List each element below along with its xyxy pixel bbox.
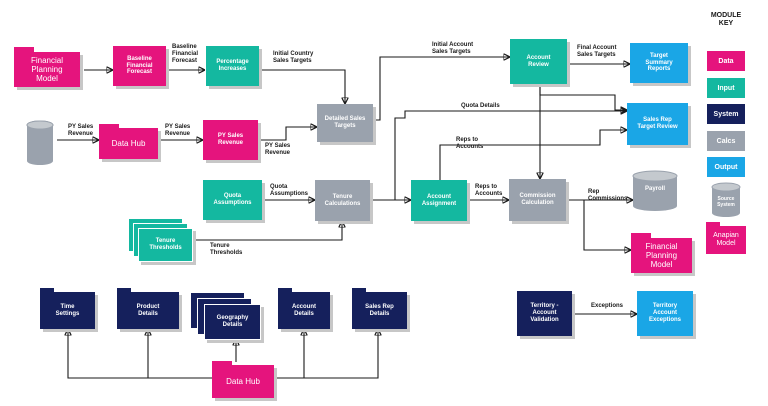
key-source-system: Source System bbox=[717, 196, 735, 208]
node-label: Sales Rep Target Review bbox=[637, 117, 678, 130]
key-calcs: Calcs bbox=[707, 131, 745, 151]
commission-calculation-module[interactable]: Commission Calculation bbox=[509, 179, 566, 221]
node-label: Data Hub bbox=[226, 376, 260, 386]
financial-planning-model-right[interactable]: Financial Planning Model bbox=[631, 238, 692, 273]
node-label: Data Hub bbox=[111, 138, 146, 148]
detailed-sales-targets-module[interactable]: Detailed Sales Targets bbox=[317, 104, 373, 142]
edge-label-exceptions: Exceptions bbox=[591, 303, 624, 309]
edge-label-initial-account: Initial Account Sales Targets bbox=[432, 42, 474, 56]
node-label: Financial Planning Model bbox=[30, 55, 63, 84]
quota-assumptions-module[interactable]: Quota Assumptions bbox=[203, 180, 262, 220]
sales-rep-target-review-module[interactable]: Sales Rep Target Review bbox=[627, 103, 688, 145]
node-label: Detailed Sales Targets bbox=[324, 116, 366, 129]
node-label: Tenure Thresholds bbox=[149, 238, 182, 251]
edge-label-reps-to-accounts-2: Reps to Accounts bbox=[475, 184, 503, 198]
node-label: Product Details bbox=[136, 303, 160, 317]
payroll-cylinder-shape bbox=[632, 170, 678, 211]
node-label: Account Assignment bbox=[421, 193, 457, 207]
edge-commission-fpm bbox=[583, 200, 630, 250]
percentage-increases-module[interactable]: Percentage Increases bbox=[206, 46, 259, 86]
node-label: Percentage Increases bbox=[216, 59, 249, 72]
edge-label-quota-assumptions: Quota Assumptions bbox=[270, 184, 309, 198]
tenure-thresholds-module[interactable]: Tenure Thresholds bbox=[138, 228, 193, 262]
territory-account-exceptions-module[interactable]: Territory Account Exceptions bbox=[637, 291, 693, 336]
product-details-tab bbox=[117, 288, 131, 294]
account-review-module[interactable]: Account Review bbox=[510, 39, 567, 84]
node-label: Account Review bbox=[526, 54, 551, 68]
edge-label-tenure-thresholds: Tenure Thresholds bbox=[210, 243, 243, 257]
node-label: Account Details bbox=[292, 303, 316, 317]
pos-cylinder-shape bbox=[26, 120, 54, 165]
edge-label-py-rev-3: PY Sales Revenue bbox=[265, 143, 291, 157]
account-details-tab bbox=[278, 288, 292, 294]
node-label: PY Sales Revenue bbox=[217, 133, 244, 146]
edge-hub-account bbox=[274, 330, 304, 379]
node-label: Geography Details bbox=[216, 315, 249, 328]
data-hub-mid-tab bbox=[99, 124, 119, 130]
node-label: Tenure Calculations bbox=[324, 193, 361, 207]
edge-label-quota-details: Quota Details bbox=[461, 103, 500, 109]
key-output: Output bbox=[707, 157, 745, 177]
module-key-title: MODULE KEY bbox=[710, 12, 742, 28]
product-details-module[interactable]: Product Details bbox=[117, 292, 179, 329]
edge-percentage-detailed bbox=[258, 69, 345, 103]
target-summary-reports-module[interactable]: Target Summary Reports bbox=[630, 43, 688, 83]
py-sales-revenue-module[interactable]: PY Sales Revenue bbox=[203, 120, 258, 160]
tenure-calculations-module[interactable]: Tenure Calculations bbox=[315, 180, 370, 221]
pos-label: POS bbox=[33, 167, 47, 173]
key-source-system-shape bbox=[711, 182, 741, 217]
node-label: Commission Calculation bbox=[519, 193, 556, 206]
node-label: Baseline Financial Forecast bbox=[126, 55, 153, 76]
node-label: Financial Planning Model bbox=[645, 241, 678, 270]
fpm-right-tab bbox=[631, 233, 651, 239]
time-settings-tab bbox=[40, 288, 54, 294]
edge-quotadetails bbox=[394, 111, 626, 200]
data-hub-bottom-tab bbox=[212, 361, 232, 367]
node-label: Quota Assumptions bbox=[213, 193, 252, 206]
edge-label-baseline: Baseline Financial Forecast bbox=[172, 44, 199, 65]
financial-planning-model-left[interactable]: Financial Planning Model bbox=[14, 52, 80, 87]
key-input: Input bbox=[707, 78, 745, 98]
baseline-forecast-module[interactable]: Baseline Financial Forecast bbox=[113, 46, 166, 86]
geography-details-module[interactable]: Geography Details bbox=[204, 304, 261, 340]
edge-label-initial-country: Initial Country Sales Targets bbox=[273, 51, 314, 65]
edge-label-py-rev-2: PY Sales Revenue bbox=[165, 124, 191, 138]
node-label: Sales Rep Details bbox=[365, 303, 394, 317]
key-anapian-model: Anapian Model bbox=[706, 226, 746, 254]
node-label: Territory Account Exceptions bbox=[648, 303, 681, 323]
payroll-label: Payroll bbox=[644, 186, 665, 192]
edge-label-py-rev-1: PY Sales Revenue bbox=[68, 124, 94, 138]
sales-rep-details-module[interactable]: Sales Rep Details bbox=[352, 292, 407, 329]
edge-detailed-accountreview bbox=[373, 57, 509, 121]
edge-label-reps-to-accounts-1: Reps to Accounts bbox=[456, 137, 484, 151]
node-label: Target Summary Reports bbox=[645, 52, 673, 73]
time-settings-module[interactable]: Time Settings bbox=[40, 292, 95, 329]
key-system: System bbox=[707, 104, 745, 124]
key-anapian-tab bbox=[706, 222, 720, 228]
edge-pysales-detailed bbox=[258, 127, 316, 141]
sales-rep-details-tab bbox=[352, 288, 366, 294]
key-data: Data bbox=[707, 51, 745, 71]
edge-label-final-account: Final Account Sales Targets bbox=[577, 45, 617, 59]
edge-assignment-salesrep bbox=[439, 130, 626, 180]
account-details-module[interactable]: Account Details bbox=[278, 292, 330, 329]
territory-account-validation-module[interactable]: Territory - Account Validation bbox=[517, 291, 572, 336]
edge-hub-systems bbox=[68, 330, 212, 379]
node-label: Territory - Account Validation bbox=[530, 303, 559, 323]
account-assignment-module[interactable]: Account Assignment bbox=[411, 180, 467, 221]
data-hub-mid[interactable]: Data Hub bbox=[99, 128, 158, 159]
edge-thresholds-tenure bbox=[185, 222, 342, 241]
edge-label-rep-commissions: Rep Commissions bbox=[588, 189, 628, 203]
edge-accountreview-salesrep bbox=[539, 85, 626, 110]
node-label: Time Settings bbox=[55, 303, 80, 317]
node-label: Anapian Model bbox=[713, 231, 739, 247]
edge-hub-salesrep bbox=[304, 330, 378, 379]
fpm-left-tab bbox=[14, 47, 34, 53]
data-hub-bottom[interactable]: Data Hub bbox=[212, 365, 274, 398]
